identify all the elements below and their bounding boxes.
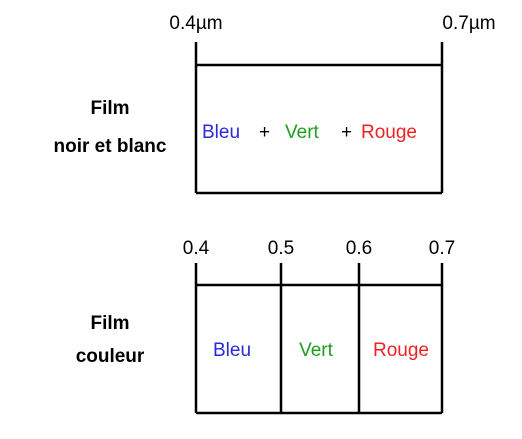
tick-label-0-5: 0.5 xyxy=(268,238,294,259)
color-film-label-line1: Film xyxy=(90,313,129,334)
color-film-section: Film couleur 0.4 0.5 0.6 0.7 Bleu Vert R… xyxy=(76,238,455,415)
bw-band-text: Bleu + Vert + Rouge xyxy=(202,122,417,143)
color-band-bleu: Bleu xyxy=(213,340,251,361)
bw-range-end-label: 0.7µm xyxy=(442,13,495,34)
bw-band-vert: Vert xyxy=(285,122,320,143)
color-band-rouge: Rouge xyxy=(373,340,429,361)
color-film-label-line2: couleur xyxy=(76,346,145,367)
tick-label-0-4: 0.4 xyxy=(183,238,210,259)
bw-film-section: Film noir et blanc 0.4µm 0.7µm Bleu + Ve… xyxy=(54,13,496,195)
bw-film-label-line2: noir et blanc xyxy=(54,136,167,157)
bw-band-rouge: Rouge xyxy=(361,122,417,143)
bw-band-plus-2: + xyxy=(341,122,352,143)
bw-film-label-line1: Film xyxy=(90,98,129,119)
bw-range-start-label: 0.4µm xyxy=(169,13,222,34)
bw-band-plus-1: + xyxy=(259,122,270,143)
tick-label-0-7: 0.7 xyxy=(429,238,455,259)
color-band-vert: Vert xyxy=(299,340,334,361)
tick-label-0-6: 0.6 xyxy=(346,238,372,259)
bw-band-bleu: Bleu xyxy=(202,122,240,143)
